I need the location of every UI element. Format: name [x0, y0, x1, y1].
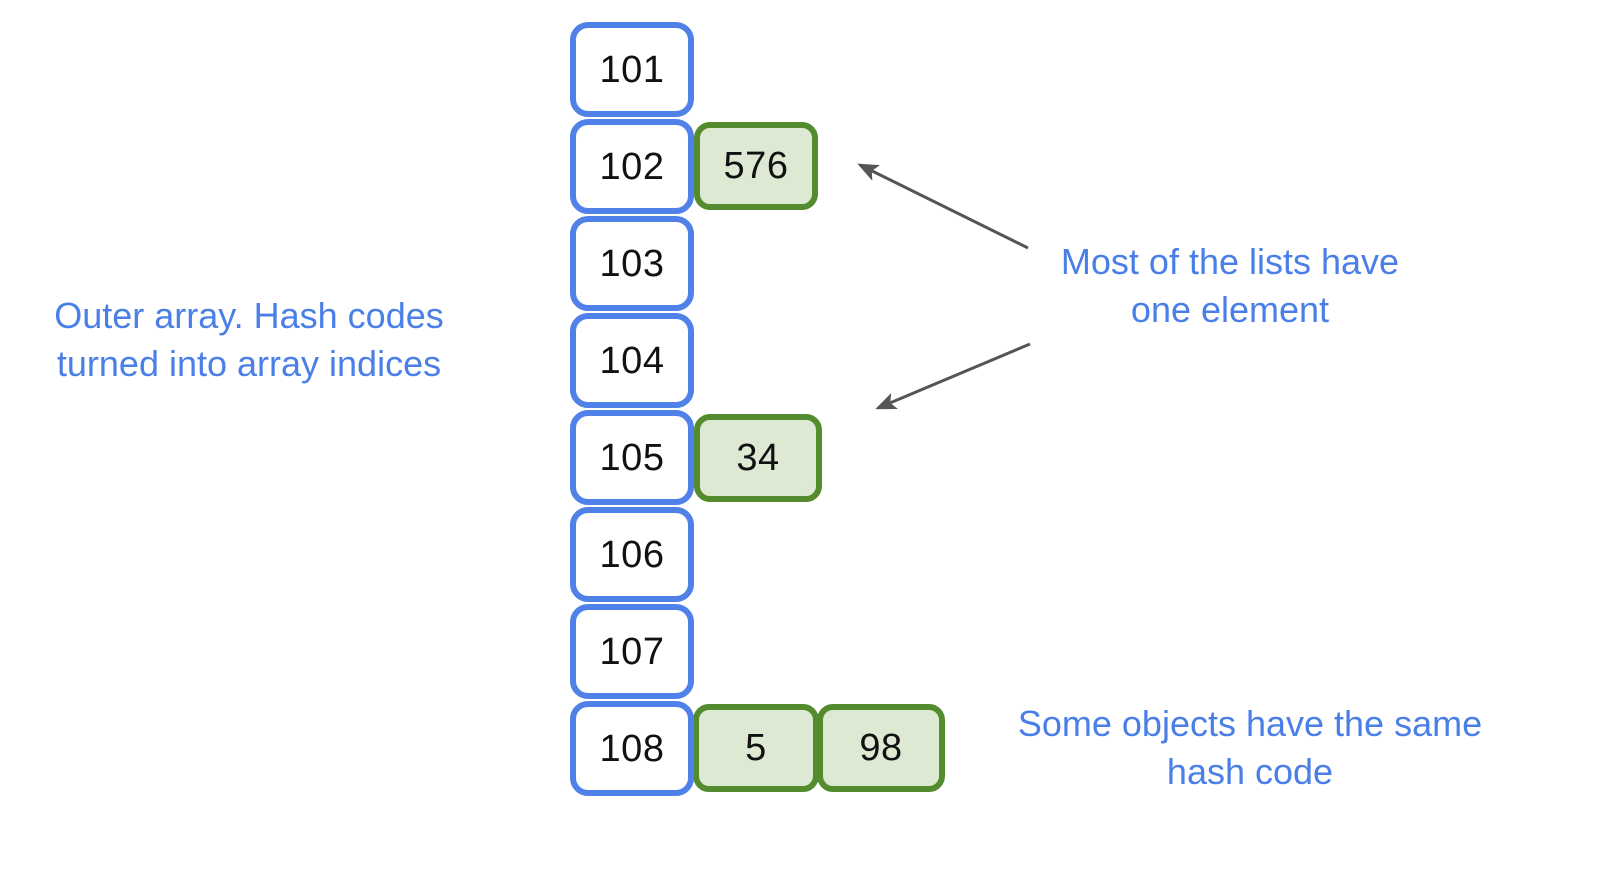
arrow-to-34: [875, 342, 1031, 410]
annotation-hash-collision: Some objects have the same hash code: [1017, 703, 1483, 792]
list-node-value: 98: [859, 727, 903, 769]
list-node-value: 5: [745, 727, 767, 769]
bucket-index-label: 101: [599, 48, 665, 91]
bucket-2[interactable]: 103: [570, 216, 694, 311]
bucket-index-label: 102: [599, 145, 665, 188]
list-node-value: 34: [736, 437, 780, 479]
bucket-index-label: 108: [599, 727, 665, 770]
arrow-to-576: [857, 163, 1029, 250]
bucket-0[interactable]: 101: [570, 22, 694, 117]
annotation-single-element: Most of the lists have one element: [1060, 241, 1400, 330]
bucket-index-label: 106: [599, 533, 665, 576]
list-node-value: 576: [723, 145, 789, 187]
list-node-34[interactable]: 34: [694, 414, 822, 502]
bucket-3[interactable]: 104: [570, 313, 694, 408]
list-node-576[interactable]: 576: [694, 122, 818, 210]
annotation-outer-array: Outer array. Hash codes turned into arra…: [54, 295, 444, 384]
list-node-98[interactable]: 98: [817, 704, 945, 792]
bucket-index-label: 103: [599, 242, 665, 285]
bucket-5[interactable]: 106: [570, 507, 694, 602]
bucket-index-label: 104: [599, 339, 665, 382]
bucket-index-label: 107: [599, 630, 665, 673]
bucket-7[interactable]: 108: [570, 701, 694, 796]
bucket-index-label: 105: [599, 436, 665, 479]
bucket-6[interactable]: 107: [570, 604, 694, 699]
bucket-1[interactable]: 102: [570, 119, 694, 214]
bucket-4[interactable]: 105: [570, 410, 694, 505]
list-node-5[interactable]: 5: [693, 704, 819, 792]
